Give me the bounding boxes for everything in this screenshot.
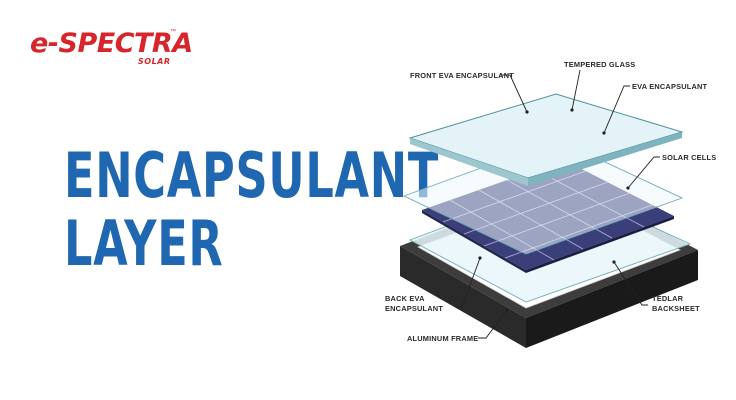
label-tempered-glass: TEMPERED GLASS: [564, 60, 635, 69]
brand-logo-text: e-SPECTRA: [30, 28, 193, 59]
tempered-glass-top: [408, 93, 684, 179]
tempered-glass-layer: [408, 93, 684, 186]
leader-eva: [603, 85, 630, 134]
leader-front-eva: [500, 74, 528, 113]
aluminum-frame-left-side: [400, 246, 526, 348]
solar-cells-edge-right: [526, 216, 674, 273]
tempered-glass-edge-right: [528, 132, 682, 186]
leader-lines: [455, 69, 660, 339]
label-back-eva-line-1: BACK EVA: [385, 294, 425, 303]
tempered-glass-edge-left: [410, 138, 528, 186]
label-back-eva-line-2: ENCAPSULANT: [385, 304, 443, 313]
leader-dot: [478, 256, 482, 260]
aluminum-frame-right-side: [526, 250, 698, 348]
solar-cells-edge-left: [422, 210, 526, 273]
leader-tempered-glass: [571, 69, 581, 111]
leader-dot: [626, 186, 630, 190]
leader-back-eva: [455, 257, 481, 308]
leader-dot: [525, 110, 529, 114]
leader-dot: [602, 131, 606, 135]
leader-dot: [570, 108, 574, 112]
label-tedlar-line-2: BACKSHEET: [652, 304, 700, 313]
leader-tedlar: [613, 261, 648, 306]
label-solar-cells: SOLAR CELLS: [662, 153, 716, 162]
page-title-line-2: LAYER: [64, 207, 224, 280]
leader-dot: [612, 260, 616, 264]
label-tedlar-line-1: TEDLAR: [652, 294, 684, 303]
leader-aluminum-frame: [478, 309, 508, 339]
brand-logo-subtext: SOLAR: [138, 57, 171, 66]
page-title: ENCAPSULANT LAYER: [64, 142, 439, 278]
label-front-eva-encapsulant: FRONT EVA ENCAPSULANT: [410, 71, 514, 80]
leader-dots: [478, 108, 630, 312]
leader-solar-cells: [627, 156, 660, 189]
brand-logo: e-SPECTRA ™ SOLAR: [30, 28, 193, 74]
trademark-mark: ™: [170, 29, 176, 35]
page-title-line-1: ENCAPSULANT: [64, 139, 440, 212]
leader-dot: [505, 308, 509, 312]
label-aluminum-frame: ALUMINUM FRAME: [407, 334, 478, 343]
label-eva-encapsulant: EVA ENCAPSULANT: [632, 82, 708, 91]
